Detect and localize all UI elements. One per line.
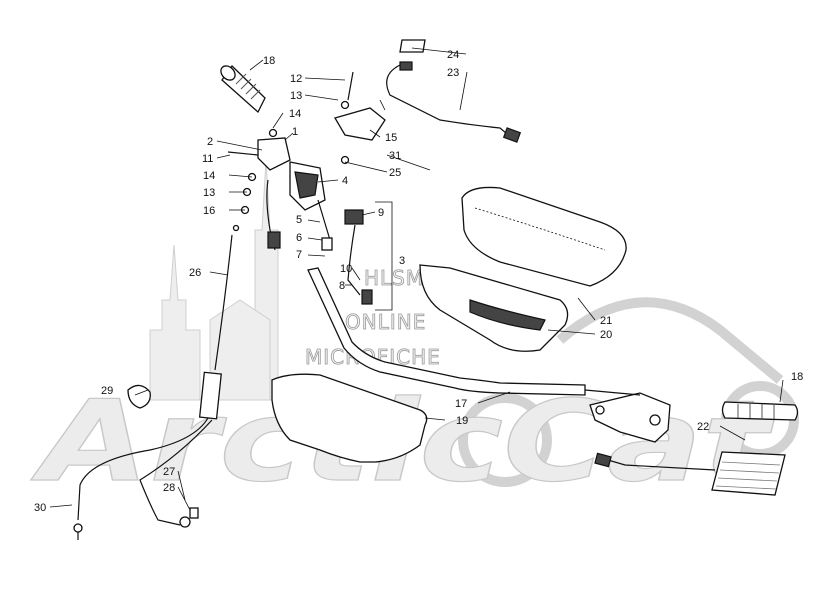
callout-21: 21 [600,315,612,327]
callout-23: 23 [447,67,459,79]
callout-11: 11 [202,153,213,165]
pad-lower [271,373,428,463]
leader-lines [49,47,784,511]
callout-7: 7 [296,249,302,261]
grip-left [220,65,266,114]
bracket [375,201,393,311]
watermark: ArcticCat HLSM'S ONLINE MICROFICHE [29,159,799,508]
callout-18-right: 18 [791,371,803,383]
grip-heater-right [594,451,786,496]
callout-12: 12 [290,73,302,85]
callout-14-top: 14 [289,108,301,120]
callout-19: 19 [456,415,468,427]
switch-harness [266,179,373,305]
right-control-housing [584,389,671,443]
callout-9: 9 [378,207,384,219]
throttle-assembly [257,99,386,211]
callout-17: 17 [455,398,467,410]
callout-30: 30 [34,502,46,514]
callout-18-left: 18 [263,55,275,67]
callout-2: 2 [207,136,213,148]
callout-labels: 1 2 3 4 5 6 7 8 9 10 11 12 13 13 14 14 1… [34,49,803,514]
callout-14-mid: 14 [203,170,215,182]
callout-31: 31 [389,150,401,162]
callout-16: 16 [203,205,215,217]
callout-13-mid: 13 [203,187,215,199]
callout-24: 24 [447,49,459,61]
callout-6: 6 [296,232,302,244]
watermark-cathedral [149,159,279,401]
watermark-line-2: ONLINE [345,310,426,334]
throttle-cable [73,224,240,540]
callout-29: 29 [101,385,113,397]
callout-4: 4 [342,175,348,187]
callout-1: 1 [292,126,298,138]
grip-heater-left [386,39,522,143]
callout-27: 27 [163,466,175,478]
parts [73,39,799,540]
callout-10: 10 [340,263,352,275]
callout-26: 26 [189,267,201,279]
pad-upper [461,186,627,287]
callout-20: 20 [600,329,612,341]
callout-22: 22 [697,421,709,433]
grip-right [721,401,799,421]
callout-5: 5 [296,214,302,226]
callout-15: 15 [385,132,397,144]
callout-3: 3 [399,255,405,267]
callout-13-top: 13 [290,90,302,102]
callout-8: 8 [339,280,345,292]
handlebar [307,267,586,396]
callout-28: 28 [163,482,175,494]
callout-25: 25 [389,167,401,179]
